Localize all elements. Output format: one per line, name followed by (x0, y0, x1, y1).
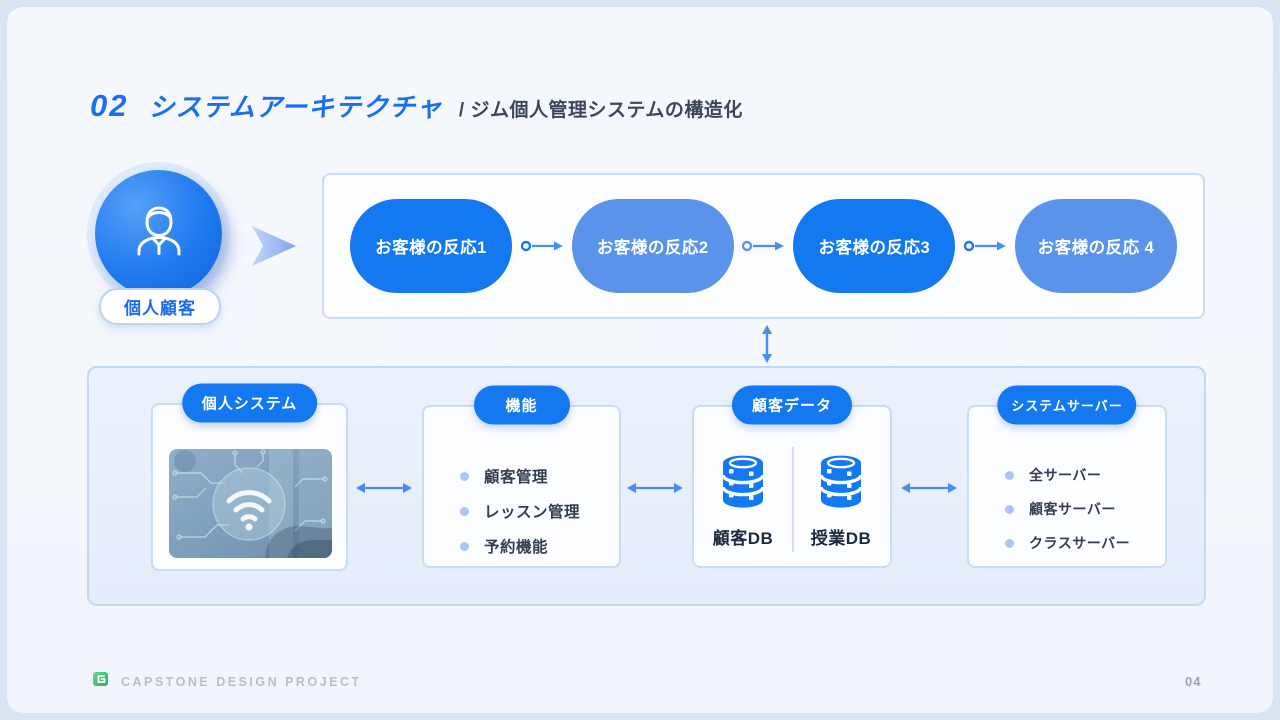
actor-label: 個人顧客 (99, 288, 221, 325)
server-list: 全サーバー 顧客サーバー クラスサーバー (969, 407, 1165, 553)
db-label: 顧客DB (712, 529, 774, 548)
section-number: 02 (90, 88, 129, 123)
lesson-db: 授業DB (792, 437, 890, 566)
system-server-title: システムサーバー (997, 385, 1137, 425)
divider (792, 447, 794, 552)
functions-card: 機能 顧客管理 レッスン管理 予約機能 (422, 385, 621, 568)
list-item-label: 顧客サーバー (1029, 501, 1116, 517)
list-item-label: 全サーバー (1029, 467, 1102, 483)
slide: 02 システムアーキテクチャ / ジム個人管理システムの構造化 個人顧客 (7, 7, 1273, 713)
list-item: 予約機能 (460, 535, 619, 557)
footer-brand: CAPSTONE DESIGN PROJECT (91, 669, 362, 694)
architecture-panel: 個人システム (87, 366, 1206, 606)
customer-data-card: 顧客データ (692, 385, 892, 568)
arrow-right-icon (248, 220, 300, 277)
database-icon (718, 454, 768, 515)
flow-step-1: お客様の反応1 (350, 199, 512, 293)
page-subtitle: / ジム個人管理システムの構造化 (458, 100, 743, 121)
personal-system-card: 個人システム (151, 383, 348, 571)
bullet-dot-icon (460, 541, 469, 551)
brand-name: CAPSTONE DESIGN PROJECT (121, 674, 362, 689)
db-label: 授業DB (810, 529, 872, 548)
list-item: 顧客管理 (460, 465, 619, 487)
bullet-dot-icon (460, 506, 469, 516)
customer-avatar (95, 170, 222, 297)
list-item-label: クラスサーバー (1029, 535, 1131, 551)
page-title: システムアーキテクチャ (148, 92, 443, 122)
list-item: クラスサーバー (1005, 533, 1165, 553)
page-number: 04 (1185, 674, 1202, 689)
customer-reaction-flow-panel: お客様の反応1 お客様の反応2 お客様の反応3 お客様の反応 4 (322, 173, 1205, 319)
brand-logo-icon (91, 669, 111, 694)
system-server-card: システムサーバー 全サーバー 顧客サーバー クラスサーバー (967, 385, 1167, 568)
double-arrow-icon (355, 480, 413, 501)
connector-arrow-icon (741, 239, 785, 253)
bullet-dot-icon (460, 471, 469, 481)
circuit-wifi-image (169, 449, 332, 558)
list-item: 顧客サーバー (1005, 499, 1165, 519)
list-item: レッスン管理 (460, 500, 619, 522)
flow-step-2: お客様の反応2 (571, 199, 734, 293)
list-item-label: 予約機能 (484, 539, 549, 556)
database-icon (816, 454, 866, 515)
person-icon (127, 199, 191, 268)
list-item: 全サーバー (1005, 465, 1165, 485)
double-arrow-icon (626, 480, 684, 501)
bullet-dot-icon (1005, 538, 1014, 548)
flow-step-4: お客様の反応 4 (1014, 199, 1177, 293)
list-item-label: レッスン管理 (484, 504, 581, 521)
sync-vertical-arrow-icon (759, 324, 775, 369)
customer-db: 顧客DB (694, 437, 792, 566)
double-arrow-icon (900, 480, 958, 501)
functions-title: 機能 (473, 385, 570, 425)
connector-arrow-icon (520, 239, 564, 253)
bullet-dot-icon (1005, 470, 1014, 480)
personal-system-title: 個人システム (181, 383, 318, 423)
customer-data-title: 顧客データ (731, 385, 853, 425)
slide-header: 02 システムアーキテクチャ / ジム個人管理システムの構造化 (90, 87, 743, 124)
connector-arrow-icon (963, 239, 1007, 253)
bullet-dot-icon (1005, 504, 1014, 514)
flow-step-3: お客様の反応3 (793, 199, 956, 293)
functions-list: 顧客管理 レッスン管理 予約機能 (424, 407, 619, 557)
list-item-label: 顧客管理 (484, 469, 549, 486)
